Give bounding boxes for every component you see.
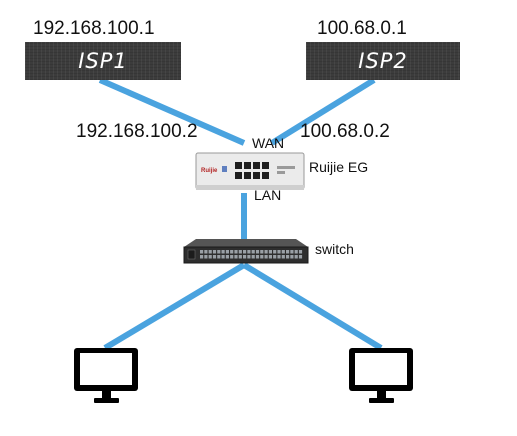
wan-label: WAN (252, 135, 285, 151)
switch-port (200, 255, 204, 259)
router-port (253, 172, 260, 179)
lan-label: LAN (254, 187, 282, 203)
switch-port (298, 250, 303, 254)
switch-port (243, 250, 247, 254)
link-switch-pc-right (242, 262, 383, 351)
router-port (235, 172, 242, 179)
isp1-label: ISP1 (78, 49, 128, 73)
switch-port (247, 255, 251, 259)
switch-port (212, 255, 217, 259)
router-logo: Ruijie (201, 168, 218, 174)
switch-port (238, 250, 242, 254)
switch-port (286, 255, 290, 259)
isp2-box: ISP2 (306, 42, 460, 80)
switch-port (225, 250, 229, 254)
switch-port (277, 255, 281, 259)
switch-port (230, 250, 234, 254)
computer-monitor-icon (74, 348, 138, 403)
switch-port (251, 255, 255, 259)
switch-port (255, 250, 260, 254)
switch-port (273, 250, 277, 254)
switch-port (221, 250, 225, 254)
switch-port (290, 255, 294, 259)
switch-port (238, 255, 242, 259)
switch-port (234, 250, 238, 254)
switch-port (264, 250, 268, 254)
switch-port (298, 255, 303, 259)
isp1-ip: 192.168.100.1 (33, 18, 155, 39)
switch-port (294, 255, 298, 259)
link-switch-pc-left (103, 262, 246, 351)
switch-port (260, 255, 264, 259)
switch-port (212, 250, 217, 254)
switch-port (286, 250, 290, 254)
router-icon: Ruijie (195, 152, 305, 190)
switch-port (204, 250, 208, 254)
isp2-ip: 100.68.0.1 (317, 18, 407, 39)
switch-port (260, 250, 264, 254)
switch-port (251, 250, 255, 254)
router-port (244, 162, 251, 169)
router-port (253, 162, 260, 169)
switch-port (268, 250, 272, 254)
switch-port (221, 255, 225, 259)
isp1-box: ISP1 (25, 42, 181, 80)
wan-ip-left: 192.168.100.2 (76, 121, 198, 142)
router-port (244, 172, 251, 179)
switch-icon (183, 239, 309, 264)
switch-name: switch (315, 241, 354, 257)
switch-port (255, 255, 260, 259)
switch-port (268, 255, 272, 259)
router-port (262, 172, 269, 179)
switch-port (208, 250, 212, 254)
switch-port (217, 250, 221, 254)
switch-port (247, 250, 251, 254)
computer-monitor-icon (349, 348, 413, 403)
switch-port (234, 255, 238, 259)
switch-port (290, 250, 294, 254)
router-port (262, 162, 269, 169)
switch-port (281, 250, 285, 254)
switch-port (273, 255, 277, 259)
switch-port (294, 250, 298, 254)
switch-port (243, 255, 247, 259)
link-isp2-router (270, 77, 376, 146)
router-port (235, 162, 242, 169)
switch-port (217, 255, 221, 259)
switch-port (204, 255, 208, 259)
switch-port (200, 250, 204, 254)
switch-port (208, 255, 212, 259)
switch-port (281, 255, 285, 259)
switch-port (264, 255, 268, 259)
switch-port (225, 255, 229, 259)
wan-ip-right: 100.68.0.2 (300, 121, 390, 142)
switch-port (230, 255, 234, 259)
switch-port (277, 250, 281, 254)
router-name: Ruijie EG (309, 159, 369, 175)
link-isp1-router (98, 77, 246, 146)
isp2-label: ISP2 (358, 49, 408, 73)
